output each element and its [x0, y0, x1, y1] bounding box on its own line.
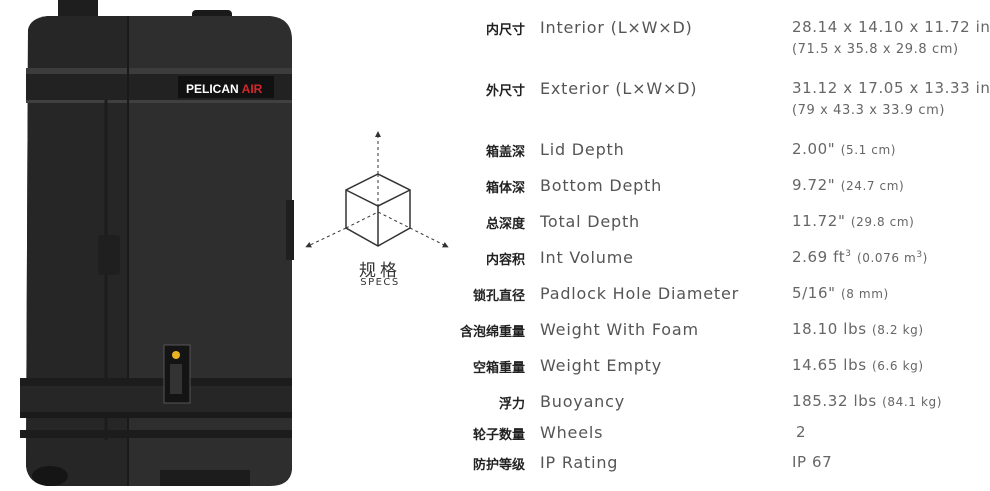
spec-row-ip-rating: 防护等级 IP Rating IP 67 [440, 453, 985, 473]
spec-label-en: Int Volume [540, 248, 634, 267]
spec-value-imperial: 185.32 lbs [792, 392, 877, 410]
spec-row-total-depth: 总深度 Total Depth 11.72" (29.8 cm) [440, 212, 985, 232]
spec-value-metric-number: (0.076 m [856, 251, 917, 265]
spec-value-metric-exponent: 3 [916, 250, 923, 260]
spec-label-en: Buoyancy [540, 392, 625, 411]
specs-label-cn: 规格 [359, 261, 401, 281]
spec-value-imperial: 2.69 ft [792, 248, 846, 266]
spec-value-metric: (84.1 kg) [882, 395, 943, 409]
spec-row-padlock: 锁孔直径 Padlock Hole Diameter 5/16" (8 mm) [440, 284, 985, 304]
spec-label-en: Interior (L×W×D) [540, 18, 693, 37]
spec-value-imperial: 2.00" [792, 140, 836, 158]
spec-row-buoyancy: 浮力 Buoyancy 185.32 lbs (84.1 kg) [440, 392, 985, 412]
spec-label-cn: 箱盖深 [485, 145, 525, 160]
spec-label-en: Weight Empty [540, 356, 663, 375]
spec-label-cn: 内尺寸 [485, 23, 525, 38]
spec-label-en: IP Rating [540, 453, 619, 472]
specs-label-en: SPECS [360, 277, 400, 288]
spec-value-metric-close: ) [922, 251, 928, 265]
spec-value: 2.00" (5.1 cm) [792, 140, 896, 158]
spec-value-metric: (79 x 43.3 x 33.9 cm) [792, 103, 946, 118]
spec-label-en: Bottom Depth [540, 176, 663, 195]
spec-value: 14.65 lbs (6.6 kg) [792, 356, 924, 374]
spec-value: 5/16" (8 mm) [792, 284, 889, 302]
spec-label-cn: 浮力 [498, 397, 525, 412]
spec-value-metric: (24.7 cm) [840, 179, 905, 193]
spec-value: 9.72" (24.7 cm) [792, 176, 904, 194]
spec-value-imperial: 9.72" [792, 176, 836, 194]
spec-value-imperial: 11.72" [792, 212, 846, 230]
spec-value: 2 [796, 423, 807, 441]
spec-value-imperial: 14.65 lbs [792, 356, 867, 374]
spec-row-exterior: 外尺寸 Exterior (L×W×D) 31.12 x 17.05 x 13.… [440, 79, 990, 118]
spec-value: 18.10 lbs (8.2 kg) [792, 320, 924, 338]
spec-value-imperial: 18.10 lbs [792, 320, 867, 338]
spec-label-cn: 外尺寸 [485, 84, 525, 99]
spec-value-metric: (0.076 m3) [856, 250, 928, 265]
spec-label-en: Padlock Hole Diameter [540, 284, 739, 303]
spec-value-metric: (5.1 cm) [840, 143, 897, 157]
spec-value: 28.14 x 14.10 x 11.72 in [792, 18, 990, 36]
spec-value: 11.72" (29.8 cm) [792, 212, 914, 230]
spec-row-wheels: 轮子数量 Wheels 2 [440, 423, 985, 443]
spec-label-cn: 轮子数量 [472, 428, 525, 443]
spec-row-interior: 内尺寸 Interior (L×W×D) 28.14 x 14.10 x 11.… [440, 18, 990, 57]
spec-value: 185.32 lbs (84.1 kg) [792, 392, 942, 410]
spec-value-imperial: 5/16" [792, 284, 836, 302]
spec-label-cn: 内容积 [485, 253, 525, 268]
spec-row-bottom-depth: 箱体深 Bottom Depth 9.72" (24.7 cm) [440, 176, 985, 196]
spec-value-metric: (71.5 x 35.8 x 29.8 cm) [792, 42, 959, 57]
spec-row-weight-foam: 含泡绵重量 Weight With Foam 18.10 lbs (8.2 kg… [440, 320, 985, 340]
spec-label-cn: 总深度 [485, 217, 525, 232]
spec-value-metric: (8.2 kg) [872, 323, 924, 337]
spec-label-en: Wheels [540, 423, 604, 442]
spec-label-cn: 箱体深 [485, 181, 525, 196]
spec-label-en: Lid Depth [540, 140, 625, 159]
spec-value: 2.69 ft3 (0.076 m3) [792, 248, 928, 266]
spec-label-en: Weight With Foam [540, 320, 699, 339]
spec-row-weight-empty: 空箱重量 Weight Empty 14.65 lbs (6.6 kg) [440, 356, 985, 376]
spec-row-int-volume: 内容积 Int Volume 2.69 ft3 (0.076 m3) [440, 248, 985, 268]
spec-value-exponent: 3 [845, 249, 852, 259]
spec-label-cn: 含泡绵重量 [459, 325, 525, 340]
spec-value-metric: (6.6 kg) [872, 359, 924, 373]
spec-label-cn: 空箱重量 [472, 361, 525, 376]
spec-value: 31.12 x 17.05 x 13.33 in [792, 79, 990, 97]
spec-label-cn: 防护等级 [472, 458, 525, 473]
spec-value-metric: (8 mm) [840, 287, 889, 301]
spec-row-lid-depth: 箱盖深 Lid Depth 2.00" (5.1 cm) [440, 140, 985, 160]
spec-value-metric: (29.8 cm) [850, 215, 915, 229]
spec-label-cn: 锁孔直径 [472, 289, 525, 304]
spec-label-en: Exterior (L×W×D) [540, 79, 698, 98]
dimension-cube-icon [305, 131, 449, 248]
spec-label-en: Total Depth [540, 212, 640, 231]
spec-value: IP 67 [792, 453, 833, 471]
